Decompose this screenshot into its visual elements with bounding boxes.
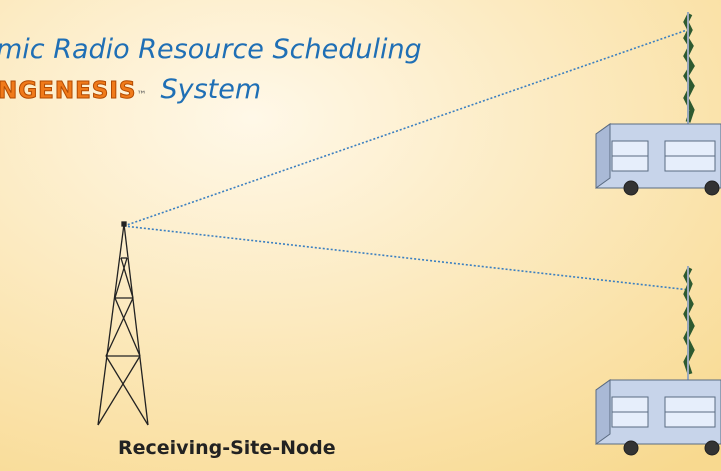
mobile-node-top-icon — [595, 12, 721, 196]
brand-logo: NGENESIS — [0, 78, 137, 105]
mobile-node-bottom-icon — [595, 266, 721, 456]
receiving-node-label: Receiving-Site-Node — [118, 437, 336, 459]
trademark-symbol: ™ — [136, 90, 147, 101]
system-label: System — [160, 74, 262, 105]
radio-link-bottom — [123, 225, 691, 291]
receiving-tower-icon — [97, 221, 149, 426]
diagram-title: mic Radio Resource Scheduling — [0, 34, 422, 65]
